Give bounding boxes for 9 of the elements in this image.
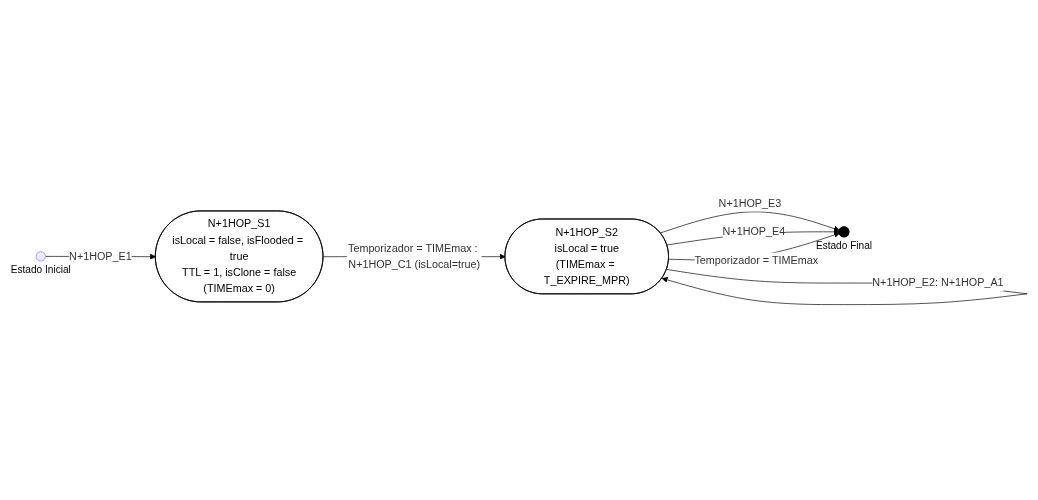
edge-label: Temporizador = TIMEmax : N+1HOP_C1 (isLocal=true) — [348, 242, 481, 270]
state-caption: Estado Inicial — [10, 264, 71, 276]
node-circle — [35, 251, 46, 262]
edge-label: N+1HOP_E4 — [722, 225, 786, 238]
edge-label: Temporizador = TIMEmax — [694, 254, 819, 267]
edge-label: N+1HOP_E3 — [718, 197, 782, 209]
edge-label: N+1HOP_E2: N+1HOP_A1 — [872, 276, 1004, 289]
edge-label: N+1HOP_E1 — [69, 250, 132, 262]
state-caption: Estado Final — [815, 239, 873, 251]
